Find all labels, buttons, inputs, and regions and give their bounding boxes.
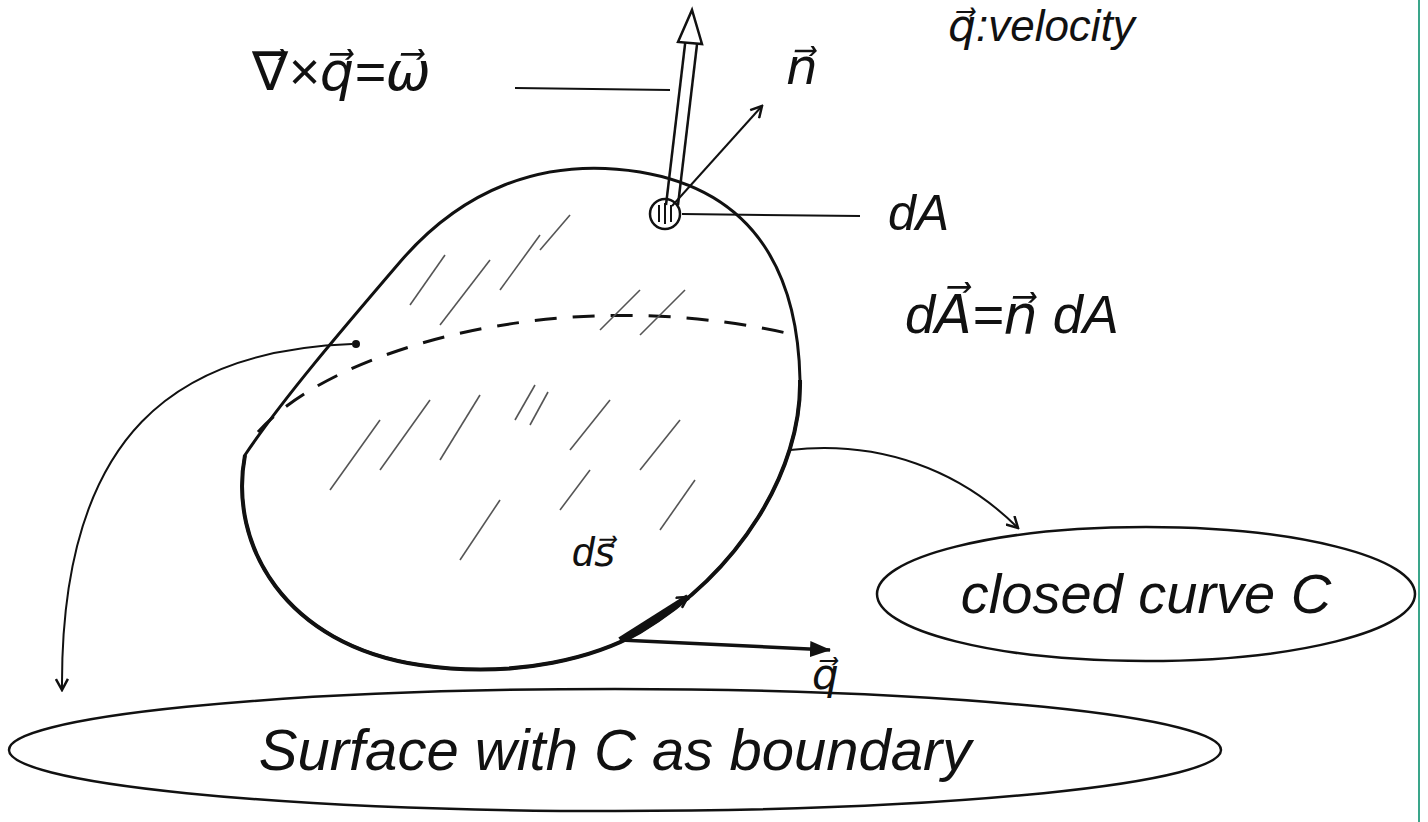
annotation-label: dA: [888, 186, 949, 241]
annotation-label: n⃗: [786, 40, 818, 95]
annotation-label: ∇⃗×q⃗=ω⃗: [252, 42, 431, 101]
oval-text: closed curve C: [961, 563, 1331, 625]
curve-oval: closed curve C: [874, 524, 1418, 664]
annotation-label: ds⃗: [572, 530, 615, 574]
surface-oval: Surface with C as boundary: [6, 686, 1224, 814]
annotation-label: dA⃗=n⃗ dA: [905, 285, 1119, 344]
oval-text: Surface with C as boundary: [259, 718, 971, 782]
annotation-label: q⃗:velocity: [948, 2, 1135, 50]
